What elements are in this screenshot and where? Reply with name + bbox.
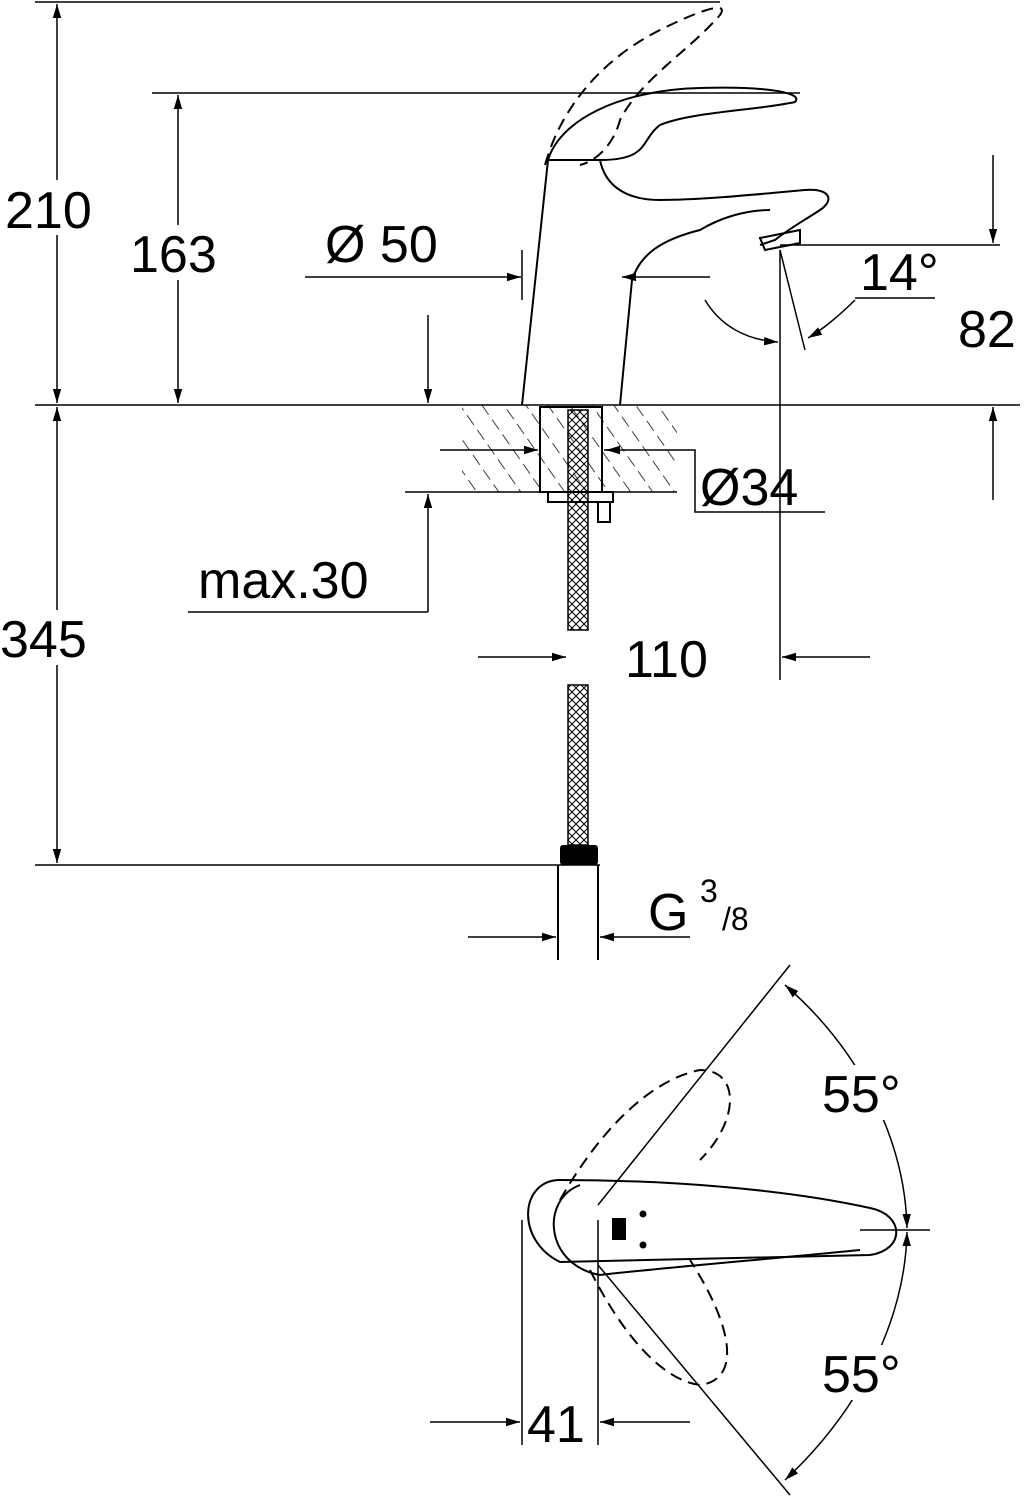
- label-thread-prefix: G: [648, 884, 688, 942]
- dimension-connection-thread: G 3 /8: [468, 873, 749, 942]
- label-top-view-width: 41: [527, 1396, 585, 1454]
- label-body-diameter: Ø 50: [325, 216, 438, 274]
- dimension-spout-height: 163: [128, 95, 233, 403]
- dimension-total-height: 210: [2, 3, 112, 403]
- dimension-body-diameter: Ø 50: [305, 216, 710, 300]
- label-thread-denominator: /8: [722, 901, 749, 937]
- label-spout-height: 163: [130, 226, 217, 284]
- supply-hose: [557, 409, 599, 960]
- faucet-top-view: 55° 55° 41: [430, 964, 930, 1496]
- label-lever-angle-up: 55°: [822, 1066, 901, 1124]
- label-spout-angle: 14°: [860, 244, 939, 302]
- dimension-max-thickness: max.30: [188, 315, 462, 613]
- label-hole-diameter: Ø34: [700, 459, 798, 517]
- label-lever-angle-down: 55°: [822, 1346, 901, 1404]
- faucet-side-view: [521, 6, 830, 406]
- countertop-section: Ø34: [440, 405, 825, 523]
- dimension-hose-length: 345: [0, 407, 112, 863]
- label-spout-outlet-height: 82: [958, 301, 1016, 359]
- label-hose-length: 345: [0, 611, 87, 669]
- label-spout-reach: 110: [625, 631, 708, 689]
- dimension-spout-reach: 110: [478, 631, 870, 689]
- label-thread-numerator: 3: [700, 873, 718, 909]
- dimension-spout-angle: 14°: [704, 244, 939, 351]
- label-total-height: 210: [5, 182, 92, 240]
- dimension-spout-outlet-height: 82: [958, 155, 1016, 500]
- label-max-thickness: max.30: [198, 552, 369, 610]
